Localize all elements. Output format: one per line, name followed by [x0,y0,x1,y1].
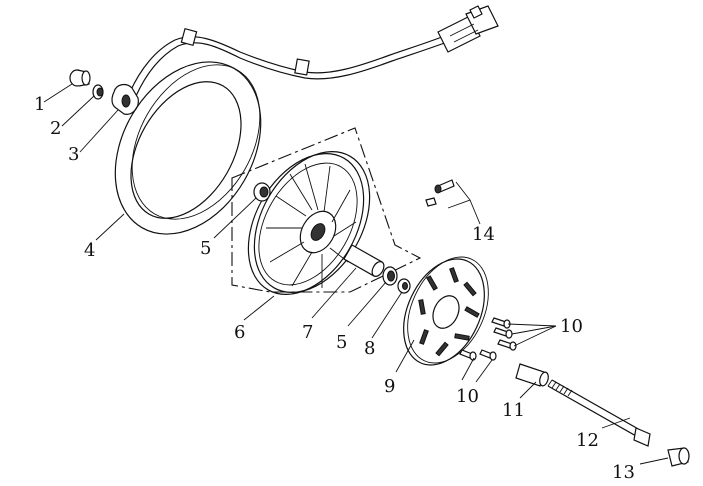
callout-10-lower: 10 [456,386,479,407]
part-6-wheel-assembly-outline [231,127,422,293]
callout-1: 1 [34,94,45,115]
callout-9: 9 [384,376,395,397]
part-10-bolts-upper [491,317,517,351]
callout-12: 12 [576,430,599,451]
part-9-brake-disc [403,256,489,366]
part-12-axle [547,379,651,447]
part-13-axle-nut [667,447,690,467]
part-2-washer [92,84,104,100]
part-14-valve [425,179,455,207]
cable-connector [437,5,499,53]
part-5-bearing-left [253,182,271,202]
part-3-speed-sensor [111,83,139,115]
callout-6: 6 [234,322,245,343]
part-8-spacer [397,278,411,294]
callout-10-upper: 10 [560,316,583,337]
callouts: 1 2 3 4 5 6 7 5 8 9 10 10 11 12 13 14 [34,94,635,483]
callout-4: 4 [84,240,95,261]
part-1-cap [69,69,91,87]
part-7-spacer-tube [343,244,385,277]
part-11-bushing [515,363,549,387]
leader-lines [43,83,669,465]
part-10-bolts-lower [459,349,497,361]
part-4-tire [114,61,262,235]
callout-11: 11 [502,400,525,421]
callout-8: 8 [364,338,375,359]
callout-3: 3 [68,144,79,165]
callout-7: 7 [302,322,313,343]
callout-13: 13 [612,462,635,483]
sensor-cable [129,27,459,97]
part-5-bearing-right [382,266,398,286]
callout-5-right: 5 [336,332,347,353]
callout-2: 2 [50,118,61,139]
callout-5-left: 5 [200,238,211,259]
callout-14: 14 [472,224,495,245]
